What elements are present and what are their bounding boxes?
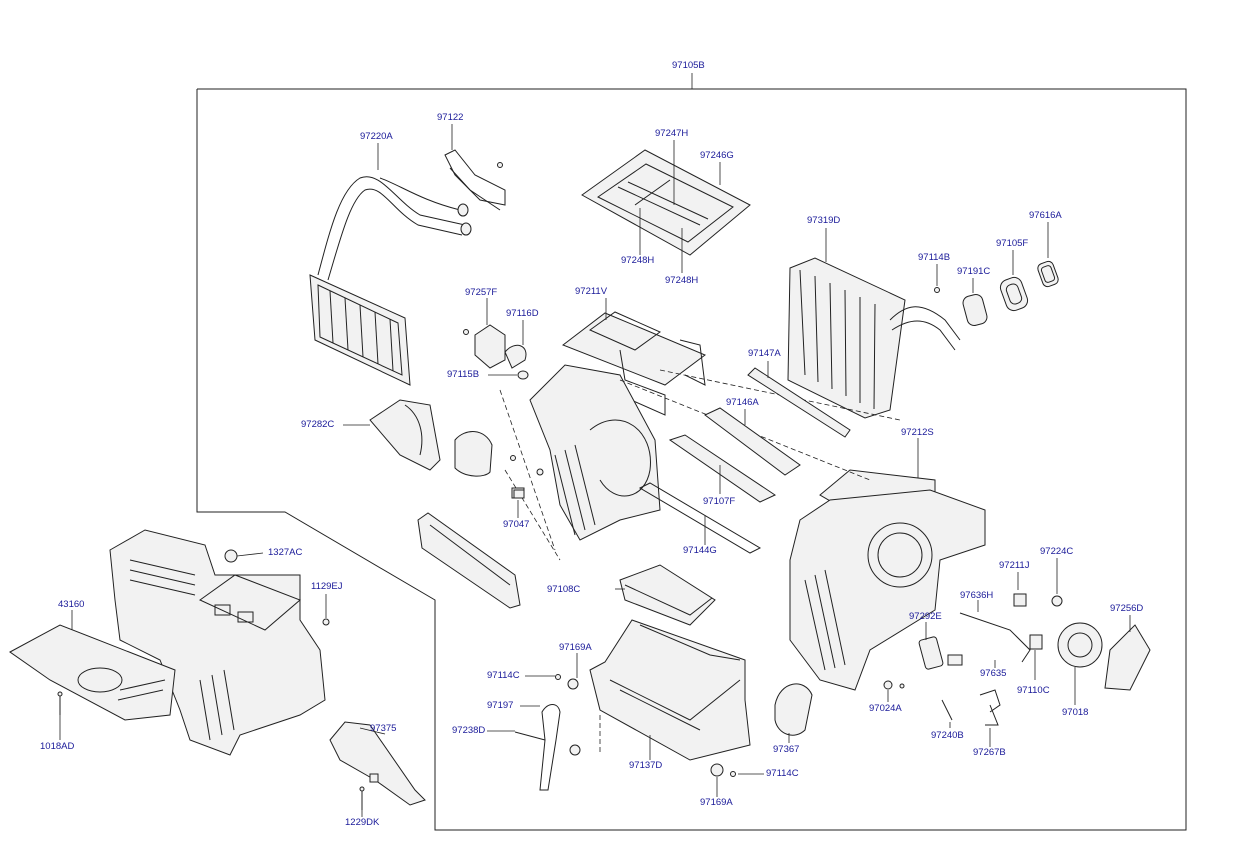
actuator-part xyxy=(463,298,529,380)
label-97115B: 97115B xyxy=(447,369,480,380)
label-97616A: 97616A xyxy=(1029,210,1062,221)
label-1327AC: 1327AC xyxy=(268,547,303,558)
label-97267B: 97267B xyxy=(973,747,1006,758)
label-97367: 97367 xyxy=(773,744,800,755)
seal-gaskets-part xyxy=(934,222,1059,327)
label-97212S: 97212S xyxy=(901,427,934,438)
door-seal-strips-part xyxy=(638,361,851,554)
label-97246G: 97246G xyxy=(700,150,734,161)
seal-ring-part xyxy=(774,683,813,743)
electrical-parts xyxy=(883,558,1151,747)
label-97105B: 97105B xyxy=(672,60,705,71)
label-97247H: 97247H xyxy=(655,128,689,139)
right-case-part xyxy=(789,438,986,691)
label-97107F: 97107F xyxy=(703,496,736,507)
filter-frame-part xyxy=(581,140,751,273)
label-97146A: 97146A xyxy=(726,397,759,408)
label-97292E: 97292E xyxy=(909,611,942,622)
label-97375: 97375 xyxy=(370,723,397,734)
label-1129EJ: 1129EJ xyxy=(311,581,343,592)
label-97114C-b: 97114C xyxy=(766,768,799,779)
label-97220A: 97220A xyxy=(360,131,393,142)
label-97122: 97122 xyxy=(437,112,464,123)
label-97147A: 97147A xyxy=(748,348,781,359)
label-97108C: 97108C xyxy=(547,584,581,595)
clip-part xyxy=(513,489,525,499)
assembly-frame xyxy=(196,88,1187,831)
label-97319D: 97319D xyxy=(807,215,841,226)
label-97240B: 97240B xyxy=(931,730,964,741)
label-97282C: 97282C xyxy=(301,419,335,430)
label-97636H: 97636H xyxy=(960,590,994,601)
lower-cover-part xyxy=(9,610,176,740)
label-97137D: 97137D xyxy=(629,760,663,771)
assembled-unit-part xyxy=(109,529,330,756)
fasteners-part xyxy=(525,653,764,797)
heater-core-part xyxy=(309,143,472,386)
label-97248H-a: 97248H xyxy=(621,255,655,266)
label-97116D: 97116D xyxy=(506,308,539,319)
label-97169A-a: 97169A xyxy=(559,642,592,653)
label-97169A-b: 97169A xyxy=(700,797,733,808)
upper-case-part xyxy=(561,298,706,416)
label-97256D: 97256D xyxy=(1110,603,1144,614)
label-97211V: 97211V xyxy=(575,286,608,297)
label-97191C: 97191C xyxy=(957,266,991,277)
label-43160: 43160 xyxy=(58,599,85,610)
duct-part xyxy=(329,721,426,817)
label-97105F: 97105F xyxy=(996,238,1029,249)
label-97635: 97635 xyxy=(980,668,1007,679)
label-97114C-a: 97114C xyxy=(487,670,520,681)
label-1229DK: 1229DK xyxy=(345,817,380,828)
label-97224C: 97224C xyxy=(1040,546,1074,557)
tray-part xyxy=(615,564,716,626)
label-97197: 97197 xyxy=(487,700,514,711)
label-97257F: 97257F xyxy=(465,287,498,298)
label-97238D: 97238D xyxy=(452,725,486,736)
label-97047: 97047 xyxy=(503,519,530,530)
label-97211J: 97211J xyxy=(999,560,1030,571)
label-97114B: 97114B xyxy=(918,252,951,263)
pipe-connector-part xyxy=(444,124,506,211)
label-97248H-b: 97248H xyxy=(665,275,699,286)
lower-case-part xyxy=(589,619,751,761)
evaporator-part xyxy=(787,228,961,419)
label-97018: 97018 xyxy=(1062,707,1089,718)
label-1018AD: 1018AD xyxy=(40,741,75,752)
label-97024A: 97024A xyxy=(869,703,902,714)
filter-door-part xyxy=(417,512,521,609)
drain-hose-part xyxy=(487,704,581,791)
label-97110C: 97110C xyxy=(1017,685,1050,696)
label-97144G: 97144G xyxy=(683,545,717,556)
left-case-part xyxy=(343,399,493,477)
